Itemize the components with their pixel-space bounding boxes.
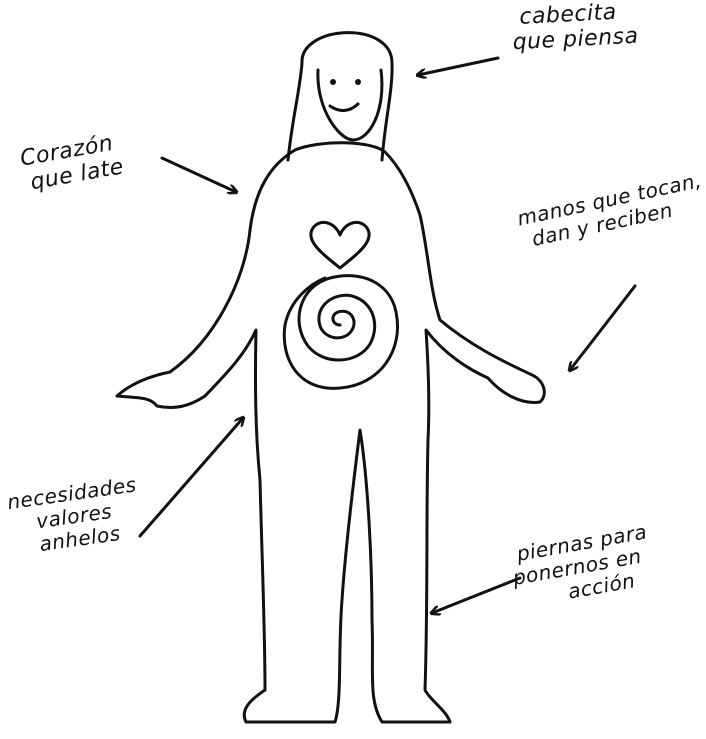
arrow-heart [162,158,236,192]
spiral-symbol [284,276,397,389]
mouth [330,104,358,111]
left-eye [330,79,336,85]
right-eye [355,79,361,85]
arrow-head [418,58,498,75]
arrow-needs [140,418,243,536]
face-outline [318,70,382,140]
body-outline [117,143,544,722]
label-head: cabecita que piensa [511,0,639,56]
heart-symbol [311,222,369,268]
hair [288,33,392,160]
arrow-legs [432,578,520,613]
arrow-hands [570,286,635,370]
